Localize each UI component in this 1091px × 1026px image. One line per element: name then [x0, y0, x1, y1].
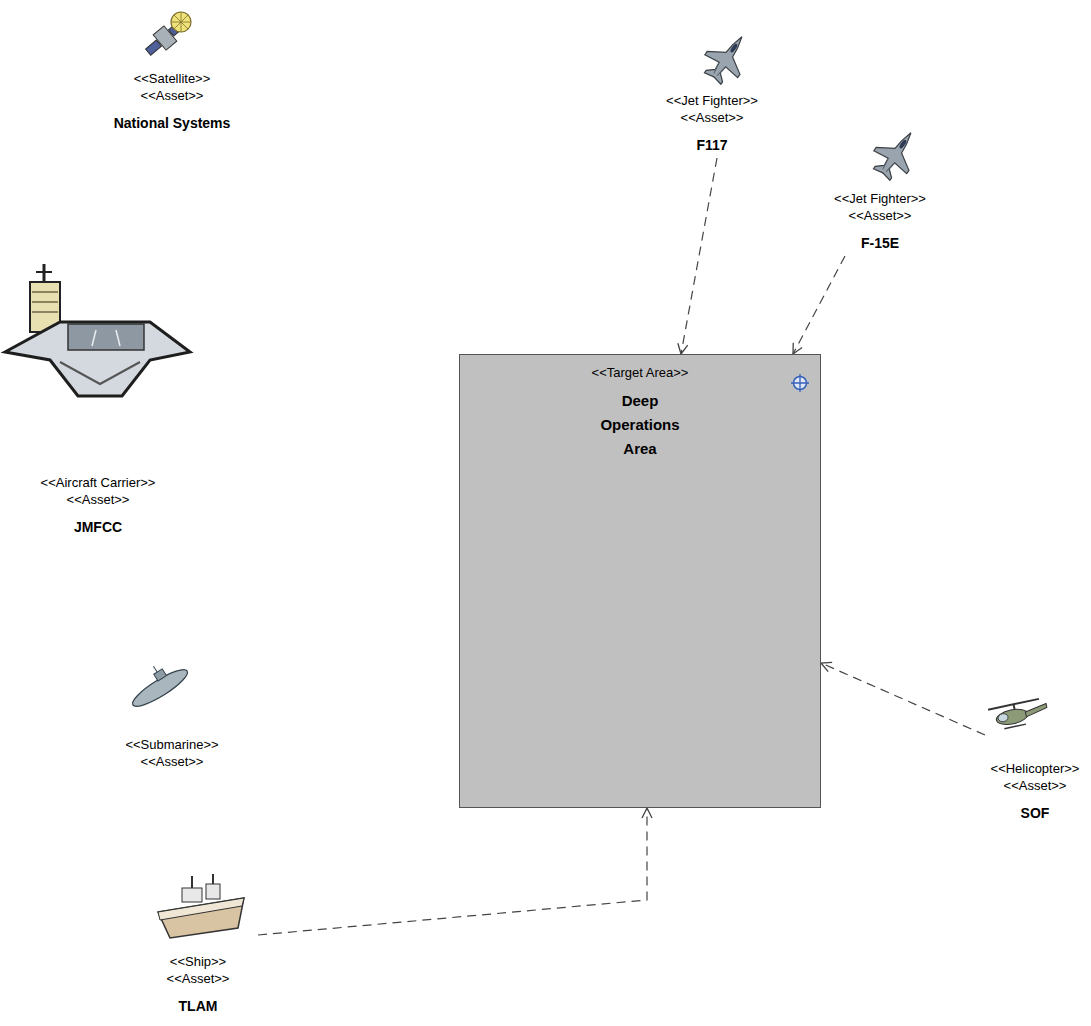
ship-icon	[158, 874, 244, 938]
dashed-connector	[793, 256, 845, 354]
stereotype-label: <<Jet Fighter>>	[820, 190, 940, 207]
asset-name: F-15E	[820, 235, 940, 252]
asset-node: <<Jet Fighter>><<Asset>> F-15E	[820, 135, 940, 256]
area-name: Deep Operations Area	[585, 389, 695, 461]
stereotype-label: <<Asset>>	[820, 207, 940, 224]
stereotype-label: <<Asset>>	[652, 109, 772, 126]
dashed-connector	[681, 158, 717, 354]
asset-node: <<Aircraft Carrier>><<Asset>> JMFCC	[8, 262, 188, 540]
stereotype-label: <<Helicopter>>	[985, 760, 1085, 777]
stereotype-label: <<Aircraft Carrier>>	[8, 474, 188, 491]
submarine-icon	[121, 652, 191, 711]
asset-name: National Systems	[92, 115, 252, 132]
helicopter-icon	[988, 698, 1049, 732]
stereotype-label: <<Target Area>>	[460, 364, 820, 381]
satellite-dish	[171, 12, 191, 32]
asset-node: <<Jet Fighter>><<Asset>> F117	[652, 35, 772, 158]
asset-name: TLAM	[138, 998, 258, 1015]
asset-node: <<Submarine>><<Asset>>	[102, 655, 242, 774]
asset-name: SOF	[985, 805, 1085, 822]
stereotype-label: <<Asset>>	[985, 777, 1085, 794]
stereotype-label: <<Satellite>>	[92, 70, 252, 87]
jet-icon	[865, 121, 927, 186]
stereotype-label: <<Asset>>	[8, 491, 188, 508]
stereotype-label: <<Asset>>	[102, 753, 242, 770]
asset-name: JMFCC	[8, 519, 188, 536]
stereotype-label: <<Jet Fighter>>	[652, 92, 772, 109]
stereotype-label: <<Ship>>	[138, 953, 258, 970]
stereotype-label: <<Asset>>	[92, 87, 252, 104]
asset-node: <<Satellite>><<Asset>> National Systems	[92, 8, 252, 136]
dashed-connector	[821, 663, 985, 735]
stereotype-label: <<Submarine>>	[102, 736, 242, 753]
asset-node: <<Ship>><<Asset>> TLAM	[138, 875, 258, 1019]
stereotype-label: <<Asset>>	[138, 970, 258, 987]
asset-node: <<Helicopter>><<Asset>> SOF	[985, 695, 1085, 826]
target-crosshair	[789, 372, 811, 394]
target-area-box: <<Target Area>> Deep Operations Area	[459, 354, 821, 808]
asset-name: F117	[652, 137, 772, 154]
dashed-connector	[258, 808, 647, 935]
carrier-icon	[5, 264, 190, 396]
jet-icon	[696, 25, 758, 90]
